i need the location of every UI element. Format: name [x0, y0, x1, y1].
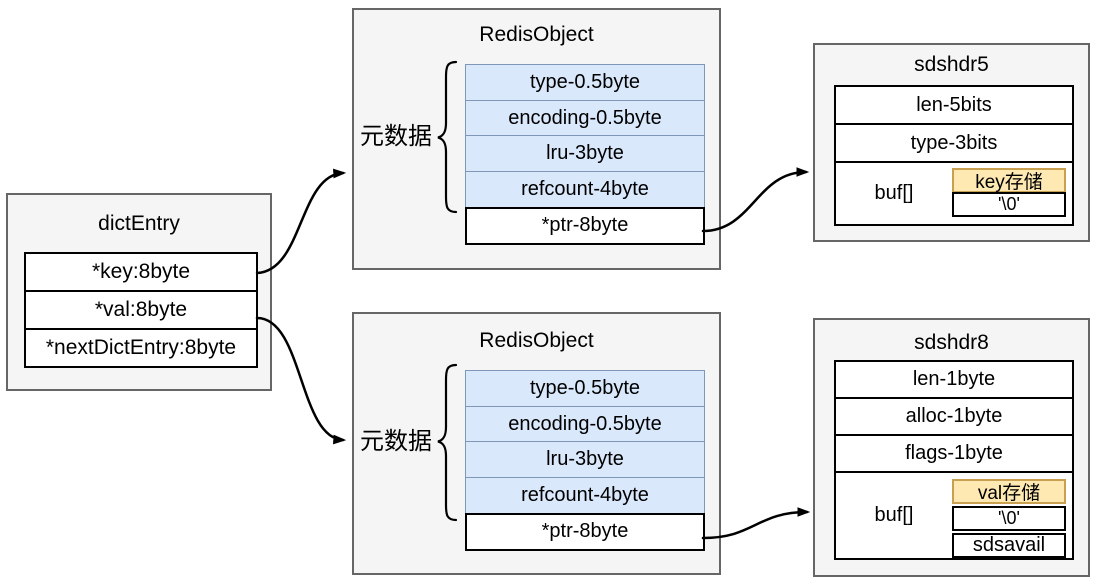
redis-object-bottom-table: type-0.5byte encoding-0.5byte lru-3byte …: [465, 370, 705, 551]
null-terminator-cell: '\0': [952, 192, 1066, 217]
field-ptr: *ptr-8byte: [465, 512, 705, 551]
field-encoding: encoding-0.5byte: [465, 99, 705, 137]
dict-entry-title: dictEntry: [98, 212, 180, 235]
field-lru: lru-3byte: [465, 135, 705, 172]
redis-object-top-title: RedisObject: [479, 23, 594, 46]
field-flags: flags-1byte: [834, 434, 1074, 473]
sdshdr5-box: sdshdr5 len-5bits type-3bits buf[] key存储…: [813, 43, 1090, 242]
redis-object-top-table: type-0.5byte encoding-0.5byte lru-3byte …: [465, 64, 705, 245]
dict-entry-row-key: *key:8byte: [24, 252, 258, 292]
sdshdr5-table: len-5bits type-3bits buf[] key存储 '\0': [834, 85, 1074, 226]
redis-object-bottom-box: RedisObject 元数据 type-0.5byte encoding-0.…: [352, 312, 721, 575]
field-lru: lru-3byte: [465, 441, 705, 478]
field-len: len-5bits: [834, 85, 1074, 125]
buf-label: buf[]: [874, 182, 914, 204]
val-storage-cell: val存储: [952, 479, 1066, 504]
field-type: type-0.5byte: [465, 370, 705, 407]
field-buf: buf[] key存储 '\0': [834, 161, 1074, 226]
metadata-label-bottom: 元数据: [360, 428, 432, 455]
field-ptr: *ptr-8byte: [465, 206, 705, 245]
dict-entry-rows: *key:8byte *val:8byte *nextDictEntry:8by…: [24, 252, 258, 368]
key-storage-cell: key存储: [952, 168, 1066, 193]
buf-content-stack: val存储 '\0' sdsavail: [952, 479, 1066, 558]
field-refcount: refcount-4byte: [465, 170, 705, 208]
sdshdr8-title: sdshdr8: [914, 331, 989, 354]
field-refcount: refcount-4byte: [465, 476, 705, 514]
field-type: type-0.5byte: [465, 64, 705, 101]
sdsavail-cell: sdsavail: [952, 533, 1066, 558]
null-terminator-cell: '\0': [952, 506, 1066, 531]
field-type: type-3bits: [834, 123, 1074, 163]
buf-label: buf[]: [874, 504, 914, 526]
buf-content-stack: key存储 '\0': [952, 168, 1066, 217]
metadata-label-top: 元数据: [360, 123, 432, 150]
sdshdr8-table: len-1byte alloc-1byte flags-1byte buf[] …: [834, 360, 1074, 560]
field-encoding: encoding-0.5byte: [465, 405, 705, 443]
sdshdr8-box: sdshdr8 len-1byte alloc-1byte flags-1byt…: [813, 318, 1090, 577]
field-alloc: alloc-1byte: [834, 397, 1074, 436]
redis-object-top-box: RedisObject 元数据 type-0.5byte encoding-0.…: [352, 8, 721, 270]
sdshdr5-title: sdshdr5: [914, 53, 989, 76]
dict-entry-row-val: *val:8byte: [24, 290, 258, 330]
dict-entry-row-next: *nextDictEntry:8byte: [24, 328, 258, 368]
redis-object-bottom-title: RedisObject: [479, 329, 594, 352]
dict-entry-box: dictEntry *key:8byte *val:8byte *nextDic…: [6, 193, 272, 391]
field-buf: buf[] val存储 '\0' sdsavail: [834, 471, 1074, 560]
field-len: len-1byte: [834, 360, 1074, 399]
